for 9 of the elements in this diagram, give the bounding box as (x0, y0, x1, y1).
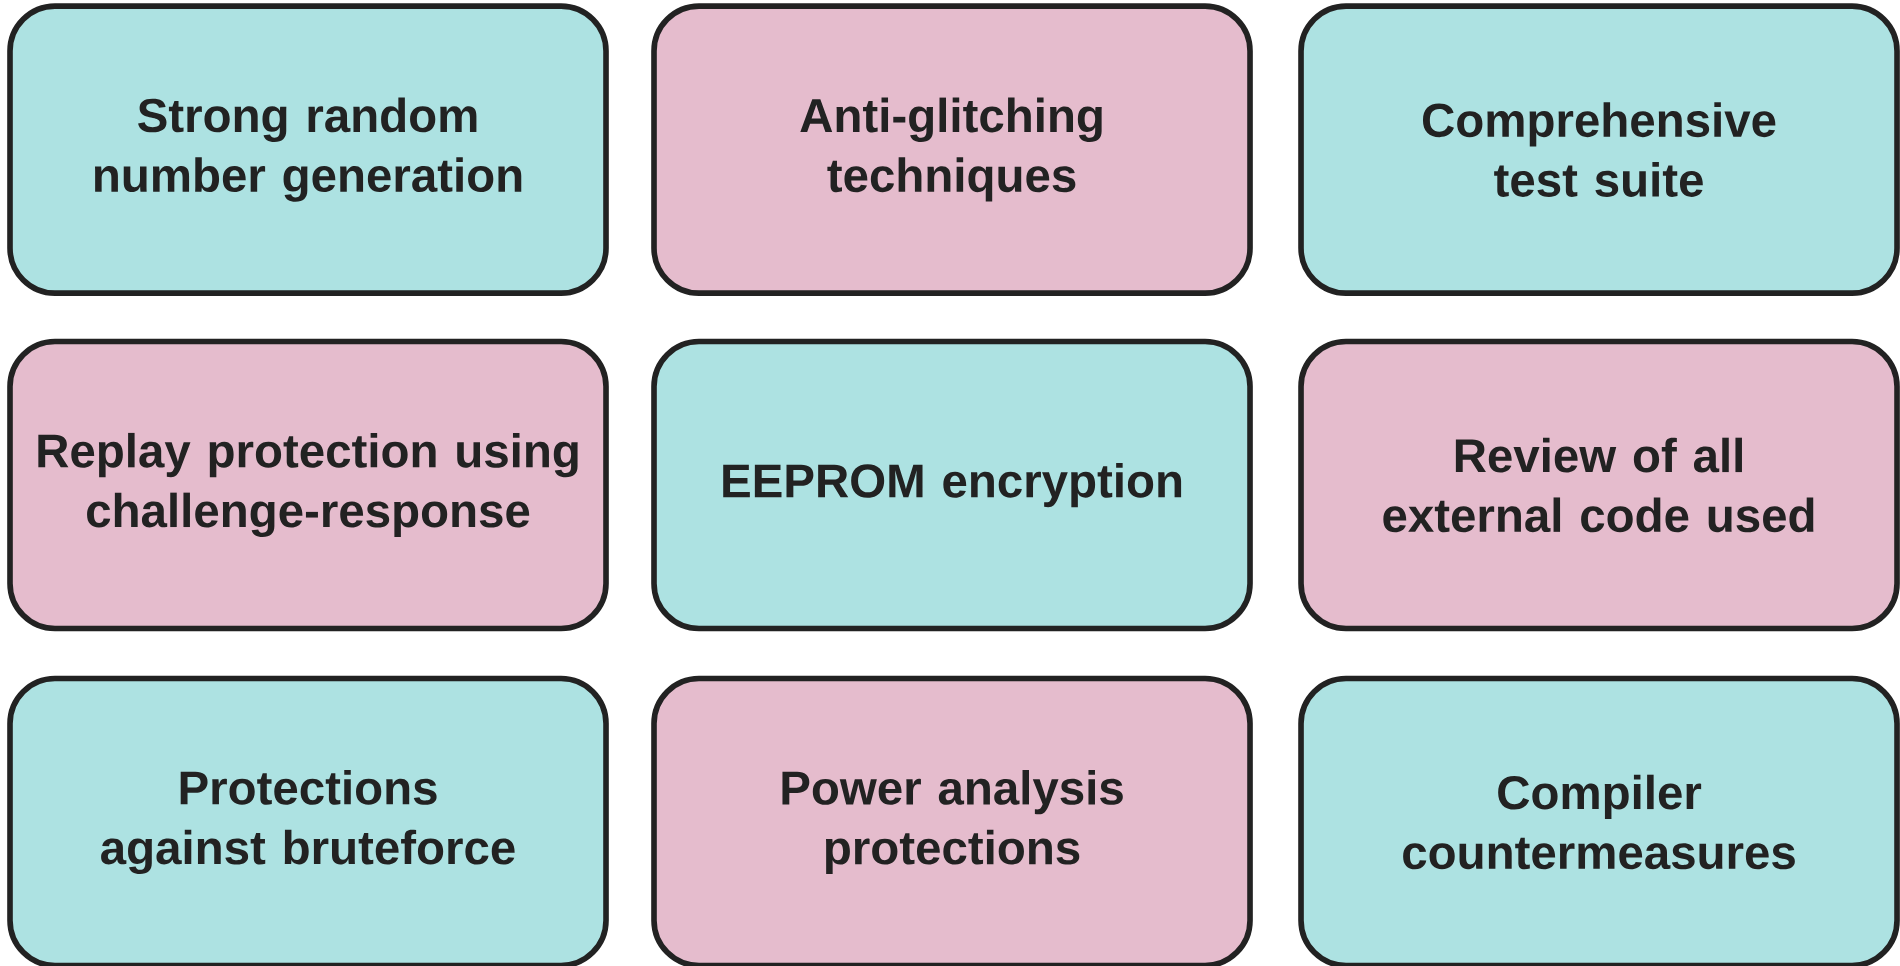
rounded-box: Strong random number generation (7, 3, 609, 296)
rounded-box: Comprehensive test suite (1298, 3, 1900, 296)
rounded-box: EEPROM encryption (651, 338, 1253, 632)
rounded-box: Compiler countermeasures (1298, 675, 1900, 966)
rounded-box: Power analysis protections (651, 675, 1253, 966)
rounded-box: Review of all external code used (1298, 338, 1900, 632)
rounded-box: Anti-glitching techniques (651, 3, 1253, 296)
rounded-box: Protections against bruteforce (7, 675, 609, 966)
rounded-box: Replay protection using challenge-response (7, 338, 609, 632)
